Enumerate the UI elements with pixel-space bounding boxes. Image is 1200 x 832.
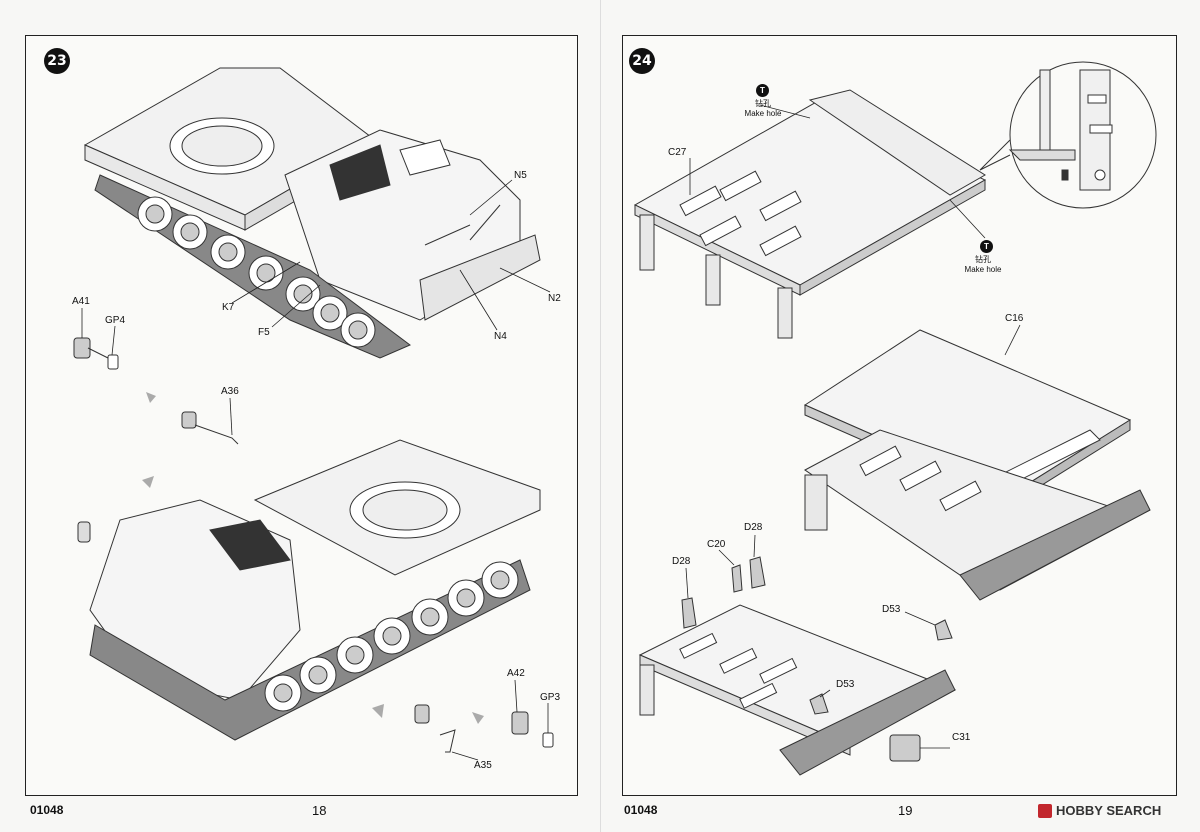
part-hull-mid: [804, 429, 1151, 601]
part-label-c20: C20: [707, 539, 726, 550]
watermark: HOBBY SEARCH: [1038, 803, 1161, 818]
part-label-a35: A35: [474, 760, 492, 771]
part-label-a42: A42: [507, 668, 525, 679]
part-label-gp3: GP3: [540, 692, 561, 703]
part-c27-frame: [633, 89, 987, 339]
part-label-n5: N5: [514, 170, 527, 181]
left-illustration: [73, 67, 554, 761]
watermark-text: HOBBY SEARCH: [1056, 803, 1162, 818]
drill-note-top: 钻孔 Make hole: [744, 99, 782, 118]
watermark-logo-icon: [1038, 803, 1052, 818]
vehicle-top-view-2: [89, 439, 541, 741]
page-number-right: 19: [898, 803, 913, 818]
detail-zoom-circle: [979, 61, 1157, 209]
part-label-gp4: GP4: [105, 315, 126, 326]
part-label-c27: C27: [668, 147, 687, 158]
part-label-c16: C16: [1005, 313, 1024, 324]
part-label-d28-right: D28: [744, 522, 763, 533]
part-label-f5: F5: [258, 327, 270, 338]
part-label-a36: A36: [221, 386, 239, 397]
part-label-d53-left: D53: [836, 679, 855, 690]
vehicle-top-view-1: [83, 67, 541, 359]
drill-note-bottom: 钻孔 Make hole: [964, 255, 1002, 274]
part-lower-floor: [638, 556, 957, 776]
part-label-n2: N2: [548, 293, 561, 304]
page-number: 18: [312, 803, 327, 818]
drill-icon-bottom: T: [980, 240, 993, 253]
catalog-number-right: 01048: [624, 803, 658, 817]
left-page: 23: [25, 35, 578, 818]
drill-icon-top: T: [756, 84, 769, 97]
catalog-number: 01048: [30, 803, 64, 817]
part-label-d53-right: D53: [882, 604, 901, 615]
step-number-23: 23: [44, 48, 70, 74]
part-label-a41: A41: [72, 296, 90, 307]
part-label-c31: C31: [952, 732, 971, 743]
step-number-24: 24: [629, 48, 655, 74]
part-label-n4: N4: [494, 331, 507, 342]
part-label-k7: K7: [222, 302, 235, 313]
part-label-d28-left: D28: [672, 556, 691, 567]
